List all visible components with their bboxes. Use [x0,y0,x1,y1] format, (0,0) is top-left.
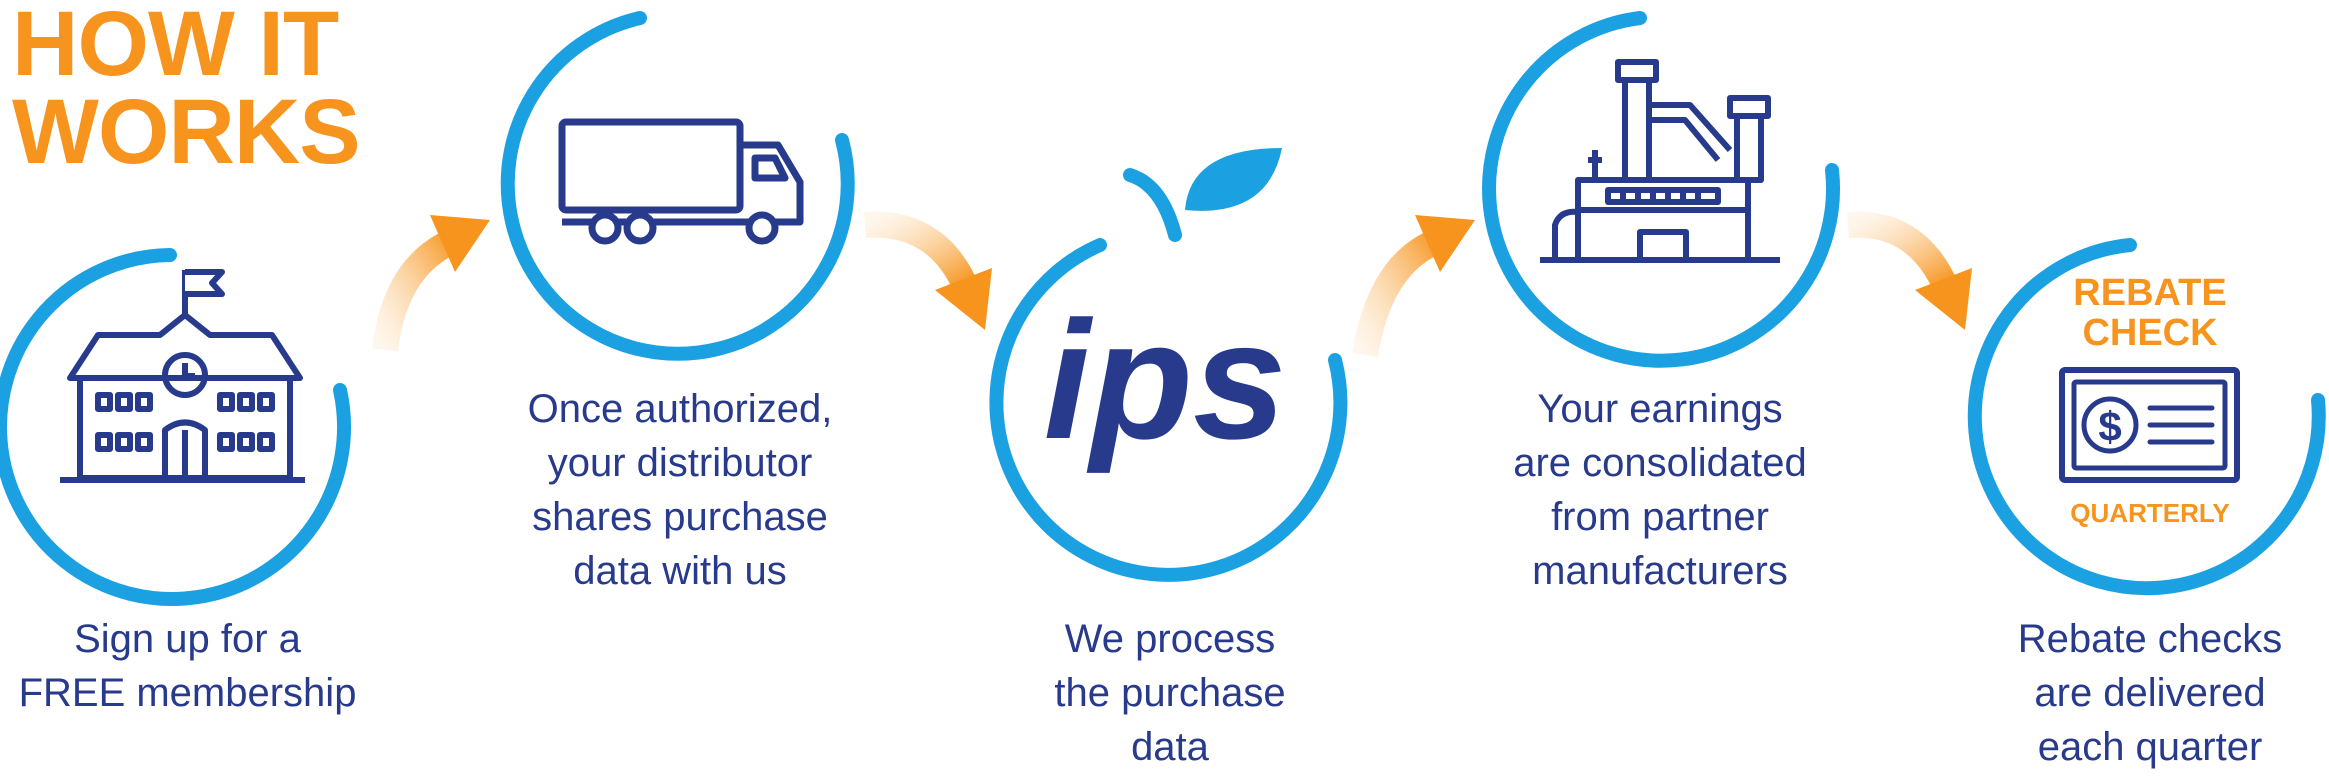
step-2-circle [500,11,855,361]
caption-line: Your earnings [1537,387,1783,431]
step-2-caption: Once authorized, your distributor shares… [480,382,880,598]
caption-line: manufacturers [1532,549,1788,593]
caption-line: each quarter [2037,725,2263,769]
step-4-caption: Your earnings are consolidated from part… [1460,382,1860,598]
step-3-circle [989,238,1348,582]
rebate-badge-line-1: REBATE [2073,272,2226,314]
ips-apple-logo-icon: ips [1044,148,1287,474]
caption-line: Sign up for a [74,617,301,661]
factory-icon [1540,59,1780,263]
step-3-caption: We process the purchase data [990,612,1350,774]
arrow-4-to-5 [1847,211,1972,330]
caption-line: shares purchase [532,495,828,539]
step-1-circle [0,248,351,606]
caption-line: FREE membership [18,671,357,715]
dollar-sign-icon: $ [2098,403,2121,450]
step-4-circle [1482,11,1840,368]
caption-line: from partner [1551,495,1769,539]
caption-line: the purchase [1054,671,1286,715]
page-title: HOW IT WORKS [12,0,361,183]
caption-line: your distributor [547,441,813,485]
caption-line: We process [1064,617,1276,661]
step-5-circle [1967,238,2326,596]
ips-logo-text: ips [1044,286,1287,474]
school-building-icon [60,269,305,483]
rebate-check-icon: REBATE CHECK $ QUARTERLY [2059,272,2240,528]
caption-line: Once authorized, [527,387,833,431]
arrow-2-to-3 [864,211,992,330]
caption-line: Rebate checks [2017,617,2283,661]
rebate-badge-line-2: CHECK [2082,312,2218,354]
caption-line: are delivered [2034,671,2266,715]
step-5-caption: Rebate checks are delivered each quarter [1960,612,2329,774]
step-1-caption: Sign up for a FREE membership [0,612,375,720]
caption-line: data [1131,725,1209,769]
title-line-1: HOW IT [12,0,339,95]
caption-line: data with us [573,549,787,593]
caption-line: are consolidated [1513,441,1807,485]
arrow-1-to-2 [372,215,490,352]
arrow-3-to-4 [1352,215,1475,358]
title-line-2: WORKS [12,81,361,183]
delivery-truck-icon [558,118,804,245]
quarterly-label: QUARTERLY [2070,498,2229,528]
